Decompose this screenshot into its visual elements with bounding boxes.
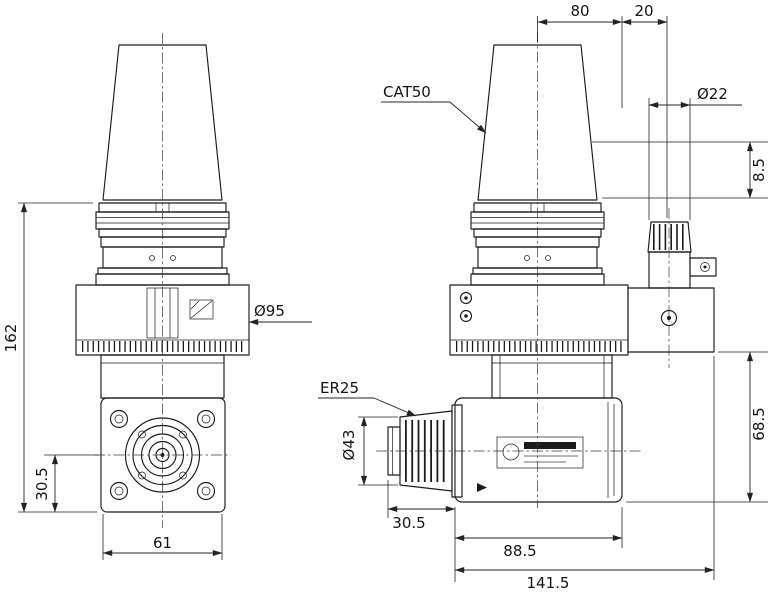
top-spindle-nut	[647, 221, 692, 253]
label-er25: ER25	[320, 379, 359, 397]
side-view	[376, 32, 717, 508]
dim-body-height: 68.5	[750, 407, 768, 440]
label-cat50: CAT50	[383, 83, 431, 101]
name-plate	[496, 436, 584, 469]
dim-output-offset: 30.5	[33, 467, 51, 500]
dim-overall-height: 162	[2, 324, 20, 353]
dim-overall-length: 141.5	[527, 574, 570, 592]
front-view	[75, 33, 250, 528]
gearbox-body	[454, 354, 623, 503]
dial-ring-side	[449, 284, 629, 356]
dim-spindle-diameter: Ø22	[697, 85, 728, 103]
dim-offset-b: 20	[634, 2, 653, 20]
dim-nose-length: 30.5	[392, 514, 425, 532]
dim-body-length: 88.5	[503, 542, 536, 560]
side-bracket	[689, 257, 717, 277]
dim-body-diameter: Ø95	[254, 302, 285, 320]
dim-offset-a: 80	[570, 2, 589, 20]
dim-face-width: 61	[153, 534, 172, 552]
dimensions: 162 30.5 61 Ø95 80 20 Ø22 8.5	[2, 2, 768, 592]
top-spindle-body	[648, 251, 691, 289]
dim-collet-diameter: Ø43	[340, 430, 358, 461]
side-arm	[627, 221, 717, 353]
dim-flange-offset: 8.5	[750, 158, 768, 182]
index-arrow-mark	[477, 483, 487, 492]
